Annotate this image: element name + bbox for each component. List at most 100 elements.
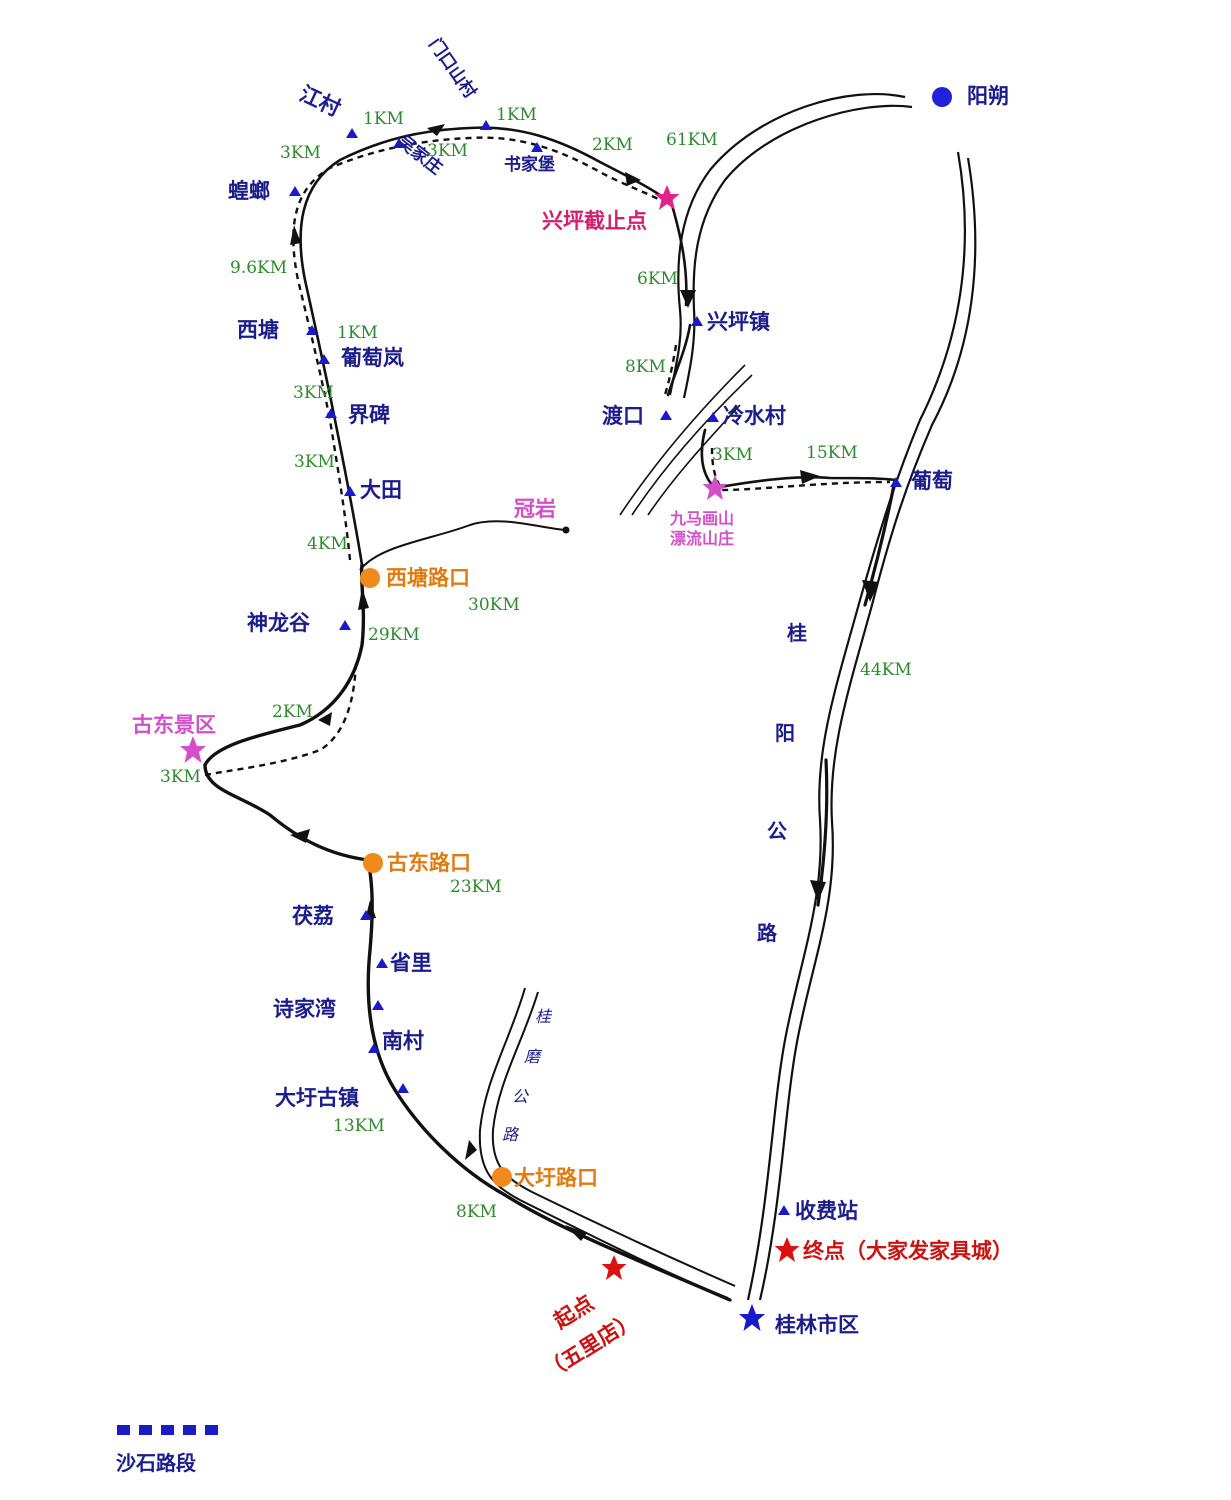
km-putao-jiebei: 3KM: [293, 383, 334, 403]
legend-dashes: [117, 1425, 218, 1435]
daxu-lukou-marker: [492, 1167, 512, 1187]
km-gudong-2: 2KM: [272, 702, 313, 722]
route-jiuma-putao: [718, 475, 897, 489]
tri-huang: [289, 186, 301, 196]
km-cutoff-xingping: 6KM: [637, 269, 678, 289]
star-jiuma: [702, 475, 728, 500]
scenic-labels: 古东景区 九马画山 漂流山庄 冠岩: [132, 496, 734, 737]
label-shenlonggu: 神龙谷: [247, 610, 311, 635]
label-xingpingzhen: 兴坪镇: [707, 309, 770, 334]
tri-daxugu: [397, 1083, 409, 1093]
arrow-7: [290, 225, 301, 245]
gravel-jiuma: [710, 447, 891, 492]
tri-putao: [890, 477, 902, 487]
road-guiyang-outer: [746, 151, 966, 1301]
tri-jiangcun: [346, 128, 358, 138]
yangshuo-marker: [932, 87, 952, 107]
road-labels: 桂 阳 公 路 桂 磨 公 路: [502, 621, 807, 1144]
label-huangxiang: 蝗螂: [228, 178, 270, 203]
label-shujiabao: 书家堡: [504, 154, 555, 175]
tri-shengli: [376, 958, 388, 968]
star-cutoff: [654, 185, 680, 210]
river-line-3: [647, 404, 741, 516]
label-menkoushan: 门口山村: [424, 34, 480, 102]
route-xingping-dukou: [666, 323, 692, 397]
star-finish: [774, 1237, 800, 1262]
star-start: [601, 1255, 627, 1280]
tri-jiebei: [325, 408, 337, 418]
km-jiuma-putao: 15KM: [806, 443, 858, 463]
km-lukou-shenlong: 29KM: [368, 625, 420, 645]
label-yangshuo: 阳朔: [967, 83, 1009, 108]
label-shoufeizhan: 收费站: [795, 1198, 858, 1223]
tri-shijia: [372, 1000, 384, 1010]
km-guiyang-44: 44KM: [860, 660, 912, 680]
km-yangshuo-xingping: 61KM: [666, 130, 718, 150]
arrow-12: [862, 580, 879, 602]
km-jiebei-datian: 3KM: [294, 452, 335, 472]
label-fuli: 茯荔: [292, 903, 334, 928]
label-guiyang-0: 桂: [786, 621, 807, 645]
star-guilin: [739, 1304, 765, 1331]
label-xitang-lukou: 西塘路口: [386, 565, 470, 590]
village-markers: [289, 120, 902, 1215]
label-shengli: 省里: [389, 950, 432, 975]
label-putaoling: 葡萄岚: [340, 345, 404, 370]
route-start-daxu: [393, 1088, 732, 1302]
guanyan-end-dot: [562, 526, 570, 534]
junction-labels: 西塘路口 古东路口 大圩路口: [386, 565, 598, 1190]
tri-nancun: [368, 1043, 380, 1053]
road-yangshuo-xingping-inner: [682, 104, 913, 399]
direction-arrows: [290, 124, 879, 1241]
label-guimo-0: 桂: [535, 1007, 553, 1026]
route-gudong-lukou: [203, 763, 370, 862]
gravel-dukou: [662, 344, 678, 399]
arrow-11: [800, 470, 820, 484]
arrow-1: [565, 1225, 587, 1241]
label-lengshuicun: 冷水村: [723, 403, 786, 428]
label-nancun: 南村: [382, 1028, 424, 1053]
river-line-2: [631, 374, 753, 516]
label-cutoff: 兴坪截止点: [542, 208, 647, 233]
label-daxu-lukou: 大圩路口: [514, 1165, 598, 1190]
label-xitang: 西塘: [237, 317, 279, 342]
tri-fuli: [360, 910, 372, 920]
road-yangshuo-xingping-outer: [668, 93, 906, 396]
label-finish: 终点（大家发家具城）: [803, 1238, 1013, 1263]
km-datian-lukou: 4KM: [307, 534, 348, 554]
km-gudong-lukou: 23KM: [450, 877, 502, 897]
river-line-1: [619, 364, 746, 516]
tri-xitang: [306, 325, 318, 335]
label-guanyan: 冠岩: [514, 496, 556, 521]
tri-shujia: [531, 142, 543, 152]
arrow-13: [810, 880, 826, 902]
label-guiyang-3: 路: [757, 921, 778, 945]
tri-lengshui: [707, 412, 719, 422]
km-xingping-dukou: 8KM: [625, 357, 666, 377]
arrow-6: [358, 588, 369, 610]
km-gudong-3: 3KM: [160, 767, 201, 787]
label-gudong-jingqu: 古东景区: [132, 712, 216, 737]
label-jiebei: 界碑: [348, 402, 390, 427]
label-datian: 大田: [360, 477, 402, 502]
route-gudong-xitang: [203, 563, 366, 767]
label-guimo-2: 公: [512, 1087, 530, 1106]
star-markers: [180, 185, 800, 1331]
road-guiyang-inner: [758, 157, 977, 1301]
label-guilin: 桂林市区: [774, 1312, 859, 1337]
km-jiangcun-wujia: 1KM: [363, 109, 404, 129]
place-labels: 阳朔 江村 门口山村 吴家庄 书家堡 蝗螂 西塘 葡萄岚 界碑 大田 神龙谷 茯…: [228, 34, 1009, 1337]
label-gudong-lukou: 古东路口: [387, 850, 471, 875]
label-shijiawan: 诗家湾: [273, 996, 336, 1021]
km-menkou: 1KM: [496, 105, 537, 125]
label-putao: 葡萄: [910, 468, 953, 493]
label-guiyang-1: 阳: [775, 721, 795, 745]
arrow-4: [290, 829, 310, 843]
star-gudong: [180, 736, 206, 763]
tri-datian: [344, 486, 356, 496]
route-lengshui-jiuma: [700, 428, 714, 487]
tri-putaoling: [318, 354, 330, 364]
label-daxugu: 大圩古镇: [275, 1085, 359, 1110]
km-huang-jiang: 3KM: [280, 143, 321, 163]
km-daxu-8: 8KM: [456, 1202, 497, 1222]
